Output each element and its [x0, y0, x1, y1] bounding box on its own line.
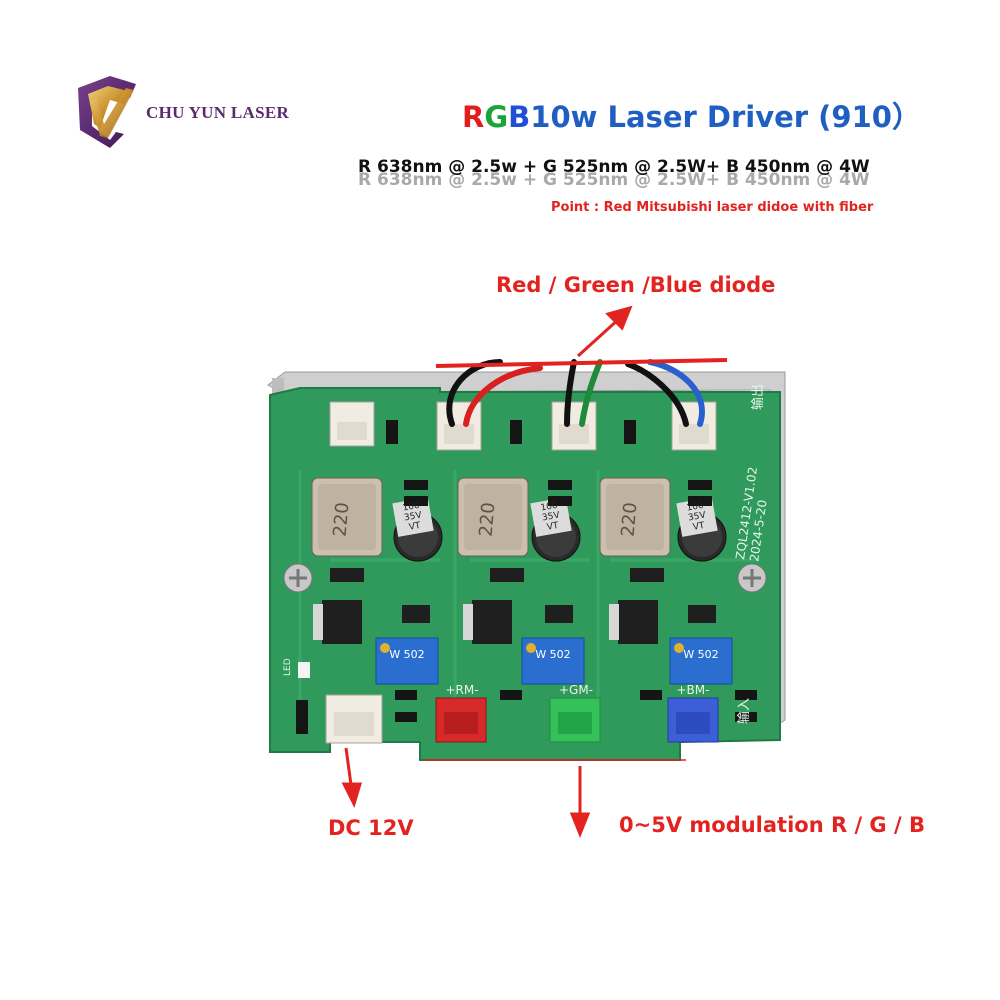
diode-arrow-line: [576, 316, 622, 358]
pot-label-3: W 502: [683, 648, 718, 661]
point-note: Point : Red Mitsubishi laser didoe with …: [551, 200, 874, 215]
spec-line: R 638nm @ 2.5w + G 525nm @ 2.5W+ B 450nm…: [358, 157, 870, 177]
brand-name: CHU YUN LASER: [146, 103, 290, 122]
title-r: R: [462, 100, 485, 134]
diode-annotation: Red / Green /Blue diode: [496, 273, 776, 297]
connector-label-gm: +GM-: [559, 683, 593, 697]
page-title: RGB10w Laser Driver (910）: [462, 94, 921, 136]
pot-label-1: W 502: [389, 648, 424, 661]
spec-line-group: R 638nm @ 2.5w + G 525nm @ 2.5W+ B 450nm…: [358, 157, 958, 190]
modulation-arrow-head: [569, 812, 591, 839]
input-label: 输入: [736, 698, 752, 724]
inductor-label-3: 220: [618, 501, 642, 537]
output-label: 输出: [750, 384, 766, 410]
inductor-label-1: 220: [330, 501, 354, 537]
led-label: LED: [283, 658, 293, 676]
title-g: G: [484, 100, 509, 134]
capacitor-label-1: 10035VVT: [402, 501, 425, 534]
capacitor-label-2: 10035VVT: [540, 501, 563, 534]
title-b: B: [508, 100, 531, 134]
modulation-annotation: 0~5V modulation R / G / B: [619, 813, 925, 837]
inductor-label-2: 220: [476, 501, 500, 537]
title-rest: 10w Laser Driver (910）: [530, 100, 921, 134]
dc-arrow-head: [341, 782, 363, 809]
pot-label-2: W 502: [535, 648, 570, 661]
diode-arrow-head: [605, 305, 633, 331]
spec-line-reflection: R 638nm @ 2.5w + G 525nm @ 2.5W+ B 450nm…: [358, 170, 870, 190]
dc-annotation: DC 12V: [328, 816, 414, 840]
connector-label-bm: +BM-: [677, 683, 710, 697]
capacitor-label-3: 10035VVT: [686, 501, 709, 534]
connector-label-rm: +RM-: [445, 683, 478, 697]
chu-yun-laser-shield-logo-icon: [78, 76, 136, 148]
